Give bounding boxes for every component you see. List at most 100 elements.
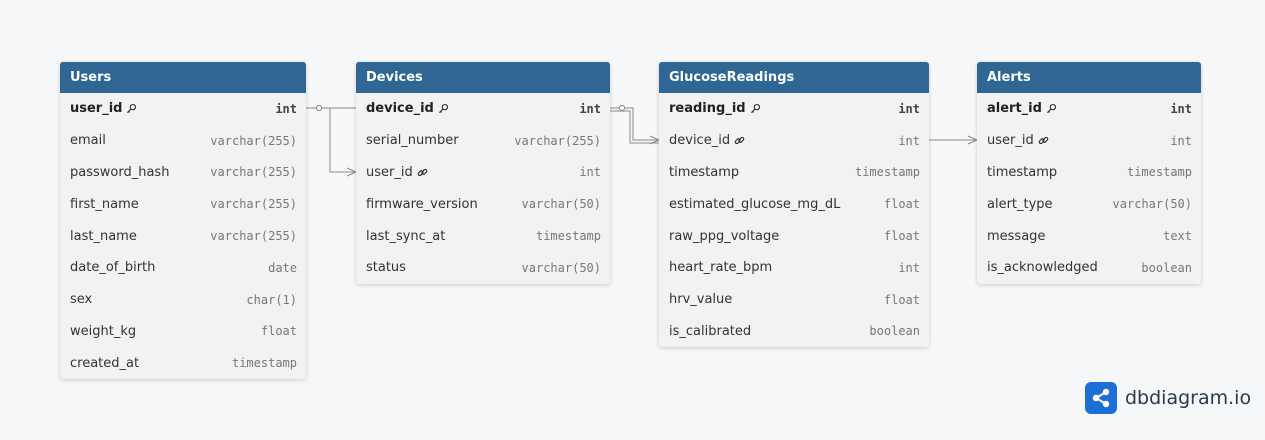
- column-name: status: [366, 260, 406, 276]
- column-type: float: [260, 324, 297, 339]
- column-name-cell: message: [987, 229, 1045, 244]
- table-header[interactable]: GlucoseReadings: [659, 62, 929, 93]
- column-name-cell: serial_number: [366, 133, 459, 148]
- column-name: user_id: [987, 133, 1034, 149]
- column-type: int: [1170, 133, 1192, 148]
- column-name: device_id: [669, 133, 731, 149]
- column-type: timestamp: [1126, 165, 1192, 180]
- table-header[interactable]: Users: [60, 62, 306, 93]
- column-name: created_at: [70, 355, 140, 371]
- link-icon: [1038, 135, 1049, 146]
- column-type: boolean: [1141, 260, 1192, 275]
- relationship-line: [329, 108, 356, 173]
- column-name-cell: status: [366, 260, 406, 275]
- brand-logo-link[interactable]: dbdiagram.io: [1085, 382, 1251, 414]
- column-type: timestamp: [854, 165, 920, 180]
- column-name-cell: device_id: [669, 133, 745, 148]
- column-name-cell: user_id: [987, 133, 1049, 148]
- column-type: date: [268, 260, 297, 275]
- column-name-cell: estimated_glucose_mg_dL: [669, 197, 840, 212]
- column-row[interactable]: weight_kg float: [60, 316, 306, 348]
- column-name-cell: is_acknowledged: [987, 260, 1098, 275]
- share-nodes-icon: [1085, 382, 1117, 414]
- column-row[interactable]: timestamp timestamp: [977, 157, 1201, 189]
- table-header[interactable]: Alerts: [977, 62, 1201, 93]
- column-row[interactable]: sex char(1): [60, 284, 306, 316]
- column-name: raw_ppg_voltage: [669, 228, 780, 244]
- column-name: message: [987, 228, 1046, 244]
- key-icon: [750, 103, 761, 114]
- column-type: float: [883, 292, 920, 307]
- column-name-cell: user_id: [366, 165, 428, 180]
- column-name-cell: date_of_birth: [70, 260, 155, 275]
- column-type: varchar(50): [1112, 197, 1192, 212]
- column-name: user_id: [366, 164, 413, 180]
- column-name: device_id: [366, 101, 434, 117]
- column-type: timestamp: [535, 229, 601, 244]
- column-name-cell: alert_type: [987, 197, 1053, 212]
- column-name: weight_kg: [70, 323, 137, 339]
- column-row[interactable]: status varchar(50): [356, 252, 610, 284]
- column-name-cell: timestamp: [987, 165, 1057, 180]
- column-row[interactable]: alert_id int: [977, 93, 1201, 125]
- column-row[interactable]: date_of_birth date: [60, 252, 306, 284]
- column-row[interactable]: alert_type varchar(50): [977, 188, 1201, 220]
- column-name: firmware_version: [366, 196, 478, 212]
- table-header[interactable]: Devices: [356, 62, 610, 93]
- column-name: alert_type: [987, 196, 1053, 212]
- column-name: first_name: [70, 196, 139, 212]
- column-name-cell: reading_id: [669, 101, 761, 116]
- column-row[interactable]: user_id int: [356, 157, 610, 189]
- column-name: sex: [70, 292, 93, 308]
- column-name-cell: heart_rate_bpm: [669, 260, 772, 275]
- column-row[interactable]: user_id int: [977, 125, 1201, 157]
- column-row[interactable]: message text: [977, 220, 1201, 252]
- column-name-cell: alert_id: [987, 101, 1057, 116]
- column-row[interactable]: is_acknowledged boolean: [977, 252, 1201, 284]
- column-name: user_id: [70, 101, 123, 117]
- column-name: estimated_glucose_mg_dL: [669, 196, 841, 212]
- column-type: varchar(50): [521, 197, 601, 212]
- column-type: text: [1163, 229, 1192, 244]
- column-name: password_hash: [70, 164, 170, 180]
- column-name: alert_id: [987, 101, 1042, 117]
- column-type: varchar(50): [521, 260, 601, 275]
- column-name-cell: weight_kg: [70, 324, 136, 339]
- relationship-line: [610, 107, 659, 141]
- column-name-cell: timestamp: [669, 165, 739, 180]
- column-name-cell: device_id: [366, 101, 449, 116]
- column-row[interactable]: firmware_version varchar(50): [356, 188, 610, 220]
- column-name: timestamp: [669, 164, 740, 180]
- column-row[interactable]: timestamp timestamp: [659, 157, 929, 189]
- key-icon: [438, 103, 449, 114]
- column-name-cell: user_id: [70, 101, 137, 116]
- column-name: heart_rate_bpm: [669, 260, 773, 276]
- column-type: int: [1170, 101, 1192, 116]
- column-type: int: [579, 165, 601, 180]
- column-name-cell: last_name: [70, 229, 137, 244]
- column-name: email: [70, 133, 106, 149]
- column-type: char(1): [246, 292, 297, 307]
- key-icon: [126, 103, 137, 114]
